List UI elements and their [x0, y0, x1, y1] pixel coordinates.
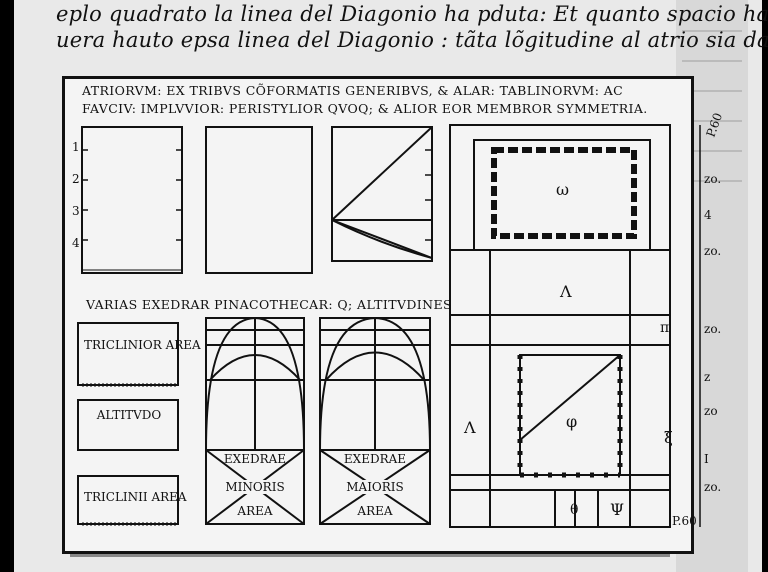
- right-number: 4: [704, 208, 712, 222]
- triclinii-label: TRICLINII AREA: [84, 490, 187, 504]
- psi-symbol: Ψ: [610, 500, 625, 519]
- caption-line-3: VARIAS EXEDRAR PINACOTHECAR: Q; ALTITVDI…: [86, 297, 452, 312]
- margin-number: 4: [72, 236, 80, 250]
- header-text-line-2: uera hauto epsa linea del Diagonio : tãt…: [56, 28, 768, 52]
- atrium-plan: [449, 124, 671, 528]
- margin-number: 1: [72, 140, 80, 154]
- margin-number: 2: [72, 172, 80, 186]
- atrium-rect-2: [205, 126, 313, 274]
- right-number: zo: [704, 404, 718, 418]
- omega-symbol: ω: [556, 180, 570, 199]
- page-mark: P.60: [672, 514, 697, 528]
- triclinior-box: [77, 322, 179, 386]
- atrium-rect-1: [81, 126, 183, 274]
- right-number: zo.: [704, 480, 722, 494]
- right-number: z: [704, 370, 711, 384]
- theta-symbol: θ: [570, 502, 579, 518]
- symbol: ξ: [664, 428, 673, 447]
- right-number: zo.: [704, 322, 722, 336]
- symbol: φ: [566, 412, 578, 431]
- right-number: zo.: [704, 244, 722, 258]
- exedra-minoris-label-1: EXEDRAE: [223, 452, 287, 466]
- page-bottom-rule: [70, 554, 670, 557]
- exedra-maioris-label-1: EXEDRAE: [343, 452, 407, 466]
- exedra-minoris-label-2: MINORIS: [210, 480, 300, 494]
- exedra-maioris-label-2: MAIORIS: [330, 480, 420, 494]
- symbol: π: [660, 320, 670, 336]
- symbol: Λ: [560, 282, 572, 301]
- right-number: zo.: [704, 172, 722, 186]
- right-number: I: [704, 452, 709, 466]
- altitudo-label: ALTITVDO: [96, 408, 162, 422]
- margin-number: 3: [72, 204, 80, 218]
- triclinior-label: TRICLINIOR AREA: [84, 338, 201, 352]
- symbol: Λ: [464, 418, 476, 437]
- caption-line-1: ATRIORVM: EX TRIBVS CÕFORMATIS GENERIBVS…: [82, 83, 624, 98]
- exedra-maioris-label-3: AREA: [357, 504, 393, 518]
- altitudo-box: [77, 399, 179, 451]
- atrium-rect-3: [331, 126, 433, 262]
- caption-line-2: FAVCIV: IMPLVVIOR: PERISTYLIOR QVOQ; & A…: [82, 101, 648, 116]
- header-text-line-1: eplo quadrato la linea del Diagonio ha p…: [56, 2, 768, 26]
- exedra-minoris-label-3: AREA: [237, 504, 273, 518]
